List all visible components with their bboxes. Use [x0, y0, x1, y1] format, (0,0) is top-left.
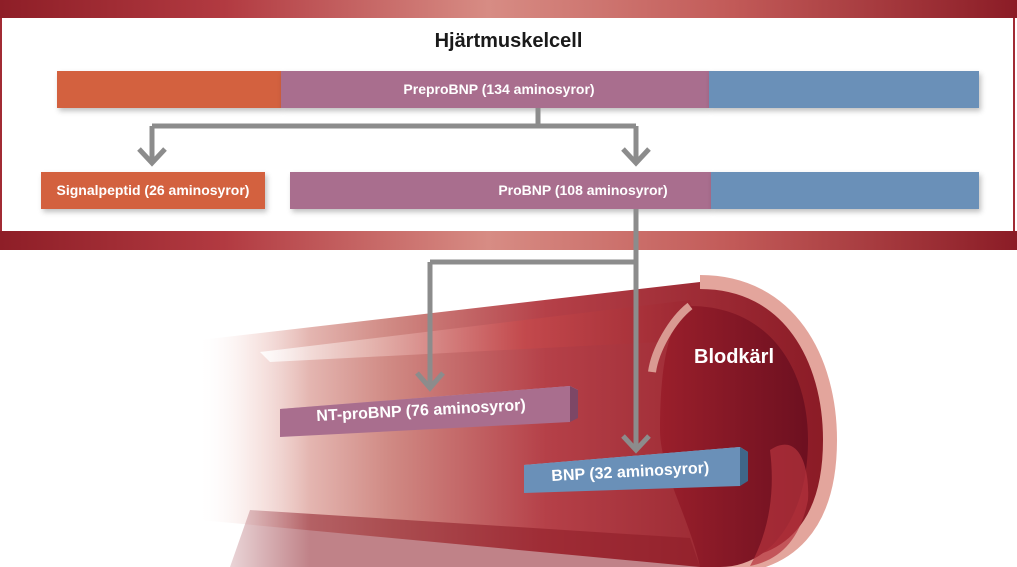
arrow-to-probnp-icon — [621, 147, 651, 167]
cell-bottom-band — [0, 231, 1017, 250]
probnp-bnp-segment — [711, 172, 979, 209]
cell-top-band — [0, 0, 1017, 18]
bnp-bar-front — [524, 447, 740, 493]
prepro-label: PreproBNP (134 aminosyror) — [403, 81, 595, 97]
cell-title: Hjärtmuskelcell — [434, 30, 583, 52]
prepro-pro-segment — [281, 71, 709, 108]
prepro-bnp-segment — [709, 71, 979, 108]
ntprobnp-bar-side — [570, 386, 578, 422]
ntprobnp-bar-front — [280, 386, 570, 437]
vessel-label: Blodkärl — [694, 346, 775, 368]
probnp-label: ProBNP (108 aminosyror) — [498, 182, 668, 198]
arrow-to-signal-icon — [137, 147, 167, 167]
probnp-pro-segment — [290, 172, 711, 209]
split-connector — [152, 108, 636, 129]
arrow-to-ntprobnp-icon — [415, 371, 445, 392]
signal-peptide-bar — [41, 172, 265, 209]
arrow-to-bnp-icon — [621, 434, 651, 454]
prepro-signal-segment — [57, 71, 281, 108]
signal-peptide-label: Signalpeptid (26 aminosyror) — [56, 182, 250, 198]
bnp-bar-side — [740, 447, 748, 486]
probnp-down-connector — [430, 209, 639, 265]
